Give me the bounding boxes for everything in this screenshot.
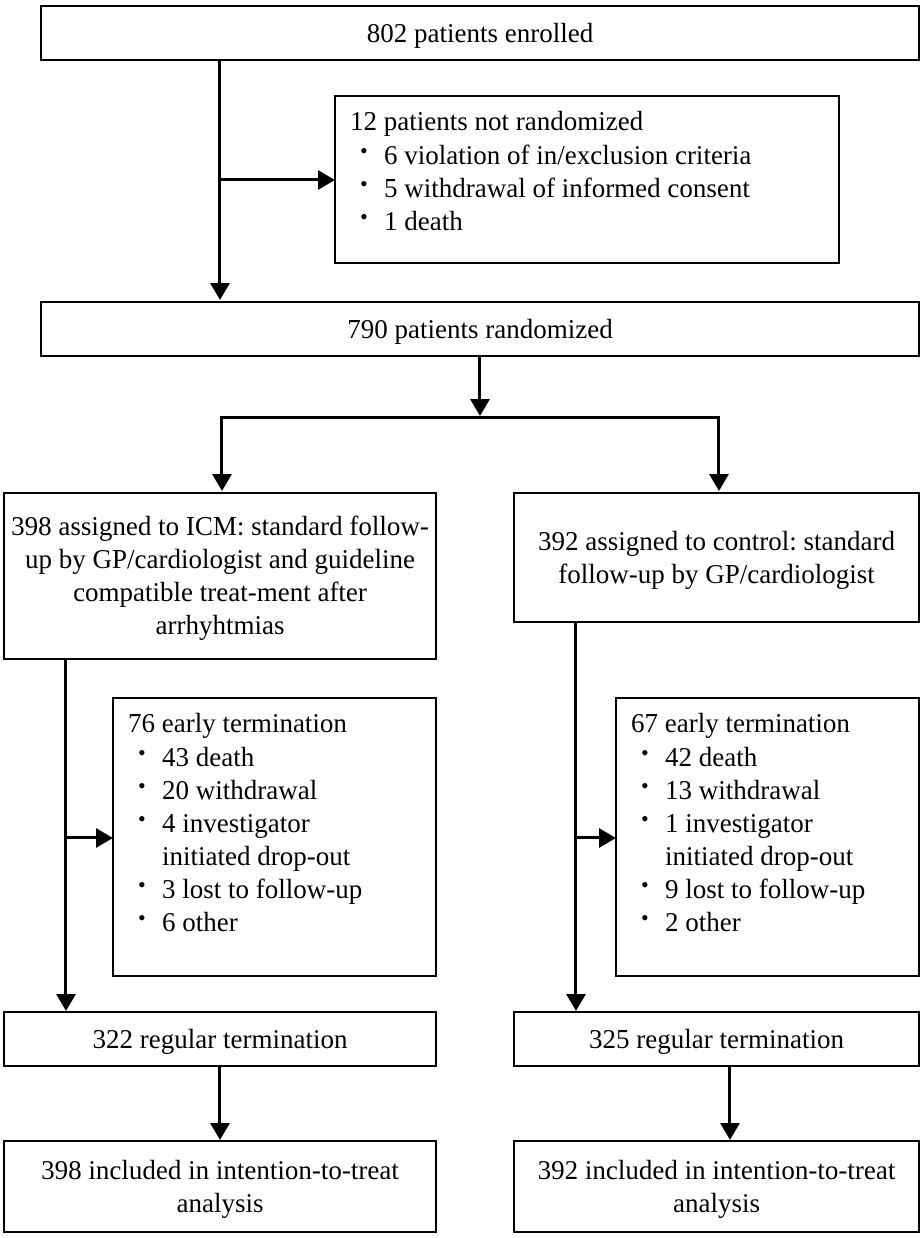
connector-regular-to-analysis-icm (218, 1067, 221, 1123)
list-item: 2 other (631, 905, 908, 939)
list-item: 13 withdrawal (631, 773, 908, 807)
connector-to-not-randomized (220, 178, 320, 181)
connector-icm-to-early-termination (66, 836, 98, 839)
arrowhead-split-to-control (709, 474, 729, 491)
node-arm-icm: 398 assigned to ICM: standard follow-up … (3, 492, 437, 660)
list-item: 1 death (350, 204, 828, 238)
node-not-randomized-heading: 12 patients not randomized (350, 106, 644, 136)
node-enrolled: 802 patients enrolled (40, 5, 920, 61)
connector-regular-to-analysis-control (728, 1067, 731, 1123)
connector-split-to-icm (220, 416, 223, 474)
list-item: 9 lost to follow-up (631, 872, 908, 906)
list-item: 6 other (128, 905, 425, 939)
node-early-termination-icm: 76 early termination 43 death 20 withdra… (112, 697, 437, 977)
list-item: 1 investigator initiated drop-out (631, 806, 908, 873)
node-arm-control-label: 392 assigned to control: standard follow… (538, 525, 895, 589)
connector-enrolled-to-randomized (218, 61, 221, 283)
arrowhead-control-to-regular-termination (566, 994, 586, 1011)
node-not-randomized: 12 patients not randomized 6 violation o… (334, 95, 840, 264)
list-item: 42 death (631, 740, 908, 774)
node-arm-control: 392 assigned to control: standard follow… (513, 492, 920, 623)
arrowhead-control-to-early-termination (599, 828, 616, 848)
node-randomized: 790 patients randomized (40, 301, 920, 357)
node-enrolled-label: 802 patients enrolled (366, 17, 594, 48)
list-item: 3 lost to follow-up (128, 872, 425, 906)
node-analysis-icm-label: 398 included in intention-to-treat analy… (41, 1154, 399, 1218)
node-regular-termination-icm: 322 regular termination (3, 1011, 437, 1067)
list-item: 4 investigator initiated drop-out (128, 806, 425, 873)
node-analysis-control: 392 included in intention-to-treat analy… (513, 1140, 920, 1233)
node-regular-termination-control: 325 regular termination (513, 1011, 920, 1067)
arrowhead-enrolled-to-randomized (210, 283, 230, 300)
arrowhead-regular-to-analysis-icm (210, 1123, 230, 1140)
node-analysis-icm: 398 included in intention-to-treat analy… (3, 1140, 437, 1233)
connector-icm-spine (64, 660, 67, 994)
list-item: 6 violation of in/exclusion criteria (350, 138, 828, 172)
node-early-termination-icm-list: 43 death 20 withdrawal 4 investigator in… (128, 740, 425, 939)
arrowhead-randomized-split (470, 399, 490, 416)
node-not-randomized-list: 6 violation of in/exclusion criteria 5 w… (350, 138, 828, 238)
arrowhead-icm-to-regular-termination (56, 994, 76, 1011)
connector-split-to-control (717, 416, 720, 474)
connector-control-to-early-termination (576, 836, 601, 839)
node-early-termination-control: 67 early termination 42 death 13 withdra… (615, 697, 920, 977)
connector-split-horizontal (220, 416, 720, 419)
node-early-termination-icm-heading: 76 early termination (128, 708, 347, 738)
node-randomized-label: 790 patients randomized (347, 313, 613, 344)
arrowhead-icm-to-early-termination (96, 828, 113, 848)
node-early-termination-control-list: 42 death 13 withdrawal 1 investigator in… (631, 740, 908, 939)
arrowhead-split-to-icm (212, 474, 232, 491)
node-arm-icm-label: 398 assigned to ICM: standard follow-up … (11, 511, 429, 640)
node-analysis-control-label: 392 included in intention-to-treat analy… (537, 1154, 896, 1218)
node-regular-termination-control-label: 325 regular termination (589, 1023, 844, 1054)
node-regular-termination-icm-label: 322 regular termination (92, 1023, 348, 1054)
list-item: 20 withdrawal (128, 773, 425, 807)
connector-randomized-down (478, 357, 481, 399)
connector-control-spine (574, 623, 577, 994)
arrowhead-regular-to-analysis-control (720, 1123, 740, 1140)
list-item: 5 withdrawal of informed consent (350, 171, 828, 205)
node-early-termination-control-heading: 67 early termination (631, 708, 850, 738)
arrowhead-to-not-randomized (318, 170, 335, 190)
list-item: 43 death (128, 740, 425, 774)
